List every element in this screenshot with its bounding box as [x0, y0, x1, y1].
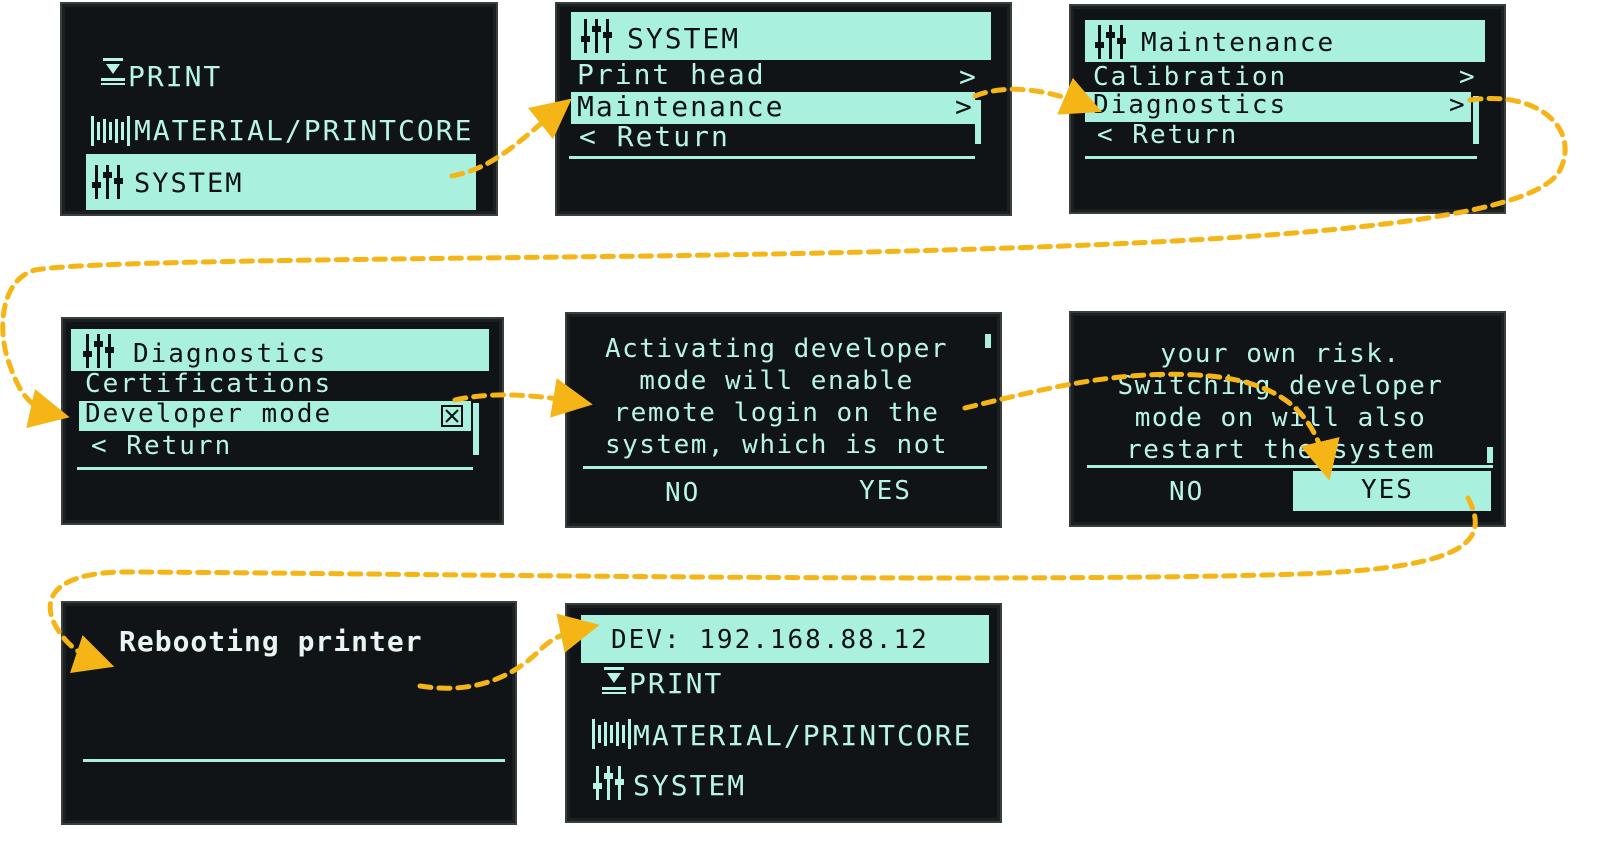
scrollbar[interactable]: [975, 100, 981, 144]
menu-item-print[interactable]: PRINT: [629, 667, 724, 700]
screen-developer-warning: Activating developer mode will enable re…: [565, 312, 1002, 528]
return-item[interactable]: < Return: [579, 120, 730, 153]
no-button[interactable]: NO: [665, 478, 701, 508]
menu-item-system-highlight[interactable]: SYSTEM: [86, 154, 476, 210]
menu-item-diagnostics: Diagnostics: [1093, 90, 1288, 120]
print-bed-icon: [100, 56, 126, 86]
menu-item-system: SYSTEM: [134, 168, 244, 199]
print-bed-icon: [601, 665, 627, 695]
screen-maintenance-menu: Maintenance Calibration > Diagnostics > …: [1069, 4, 1506, 214]
divider: [1087, 465, 1493, 468]
screen-system-menu: SYSTEM Print head > Maintenance > < Retu…: [555, 2, 1012, 216]
material-spool-icon: [90, 114, 132, 148]
sliders-icon: [593, 765, 627, 801]
divider: [569, 156, 975, 159]
menu-item-calibration[interactable]: Calibration: [1093, 62, 1288, 92]
menu-item-developer-mode-highlight[interactable]: Developer mode: [79, 399, 471, 431]
menu-item-certifications[interactable]: Certifications: [85, 369, 333, 399]
chevron-right-icon: >: [1449, 90, 1467, 120]
divider: [83, 759, 505, 762]
page-title: Maintenance: [1141, 28, 1336, 58]
chevron-right-icon: >: [1459, 62, 1475, 92]
dialog-text-line: Switching developer: [1117, 371, 1444, 401]
menu-item-print-head[interactable]: Print head: [577, 58, 766, 91]
menu-item-system[interactable]: SYSTEM: [633, 769, 747, 802]
divider: [77, 467, 473, 470]
scrollbar[interactable]: [473, 403, 479, 455]
dialog-text-line: restart the system: [1126, 435, 1435, 465]
menu-item-maintenance: Maintenance: [577, 90, 785, 123]
dialog-text-line: your own risk.: [1160, 339, 1401, 369]
yes-button: YES: [1361, 475, 1414, 505]
dev-ip-address: DEV: 192.168.88.12: [611, 625, 929, 655]
scrollbar[interactable]: [985, 334, 991, 348]
screen-rebooting: Rebooting printer: [61, 601, 517, 825]
menu-item-print[interactable]: PRINT: [128, 60, 223, 93]
menu-item-diagnostics-highlight[interactable]: Diagnostics >: [1085, 90, 1471, 122]
menu-item-material[interactable]: MATERIAL/PRINTCORE: [134, 114, 474, 147]
chevron-right-icon: >: [959, 60, 976, 93]
title-bar: SYSTEM: [571, 12, 991, 60]
dialog-text-line: Activating developer: [604, 334, 949, 364]
dialog-text-line: mode on will also: [1134, 403, 1427, 433]
reboot-message: Rebooting printer: [119, 625, 423, 658]
yes-button-highlight[interactable]: YES: [1293, 471, 1491, 511]
sliders-icon: [1095, 24, 1129, 60]
title-bar: Diagnostics: [71, 329, 489, 371]
return-item[interactable]: < Return: [91, 431, 233, 461]
dialog-text-line: mode will enable: [639, 366, 914, 396]
scrollbar[interactable]: [1473, 96, 1479, 144]
divider: [583, 466, 987, 469]
page-title: SYSTEM: [627, 22, 741, 55]
dialog-text-line: system, which is not: [604, 430, 949, 460]
dev-header: DEV: 192.168.88.12: [581, 615, 989, 663]
checkbox-icon[interactable]: [441, 405, 463, 427]
page-title: Diagnostics: [133, 339, 328, 369]
no-button[interactable]: NO: [1169, 477, 1205, 507]
sliders-icon: [83, 333, 117, 369]
screen-developer-warning-end: your own risk. Switching developer mode …: [1069, 311, 1506, 527]
menu-item-developer-mode: Developer mode: [85, 399, 333, 429]
dialog-text-line: remote login on the: [613, 398, 940, 428]
screen-diagnostics-menu: Diagnostics Certifications Developer mod…: [61, 317, 504, 525]
yes-button[interactable]: YES: [859, 476, 912, 506]
scrollbar[interactable]: [1487, 447, 1493, 463]
chevron-right-icon: >: [955, 90, 974, 123]
material-spool-icon: [591, 717, 633, 751]
title-bar: Maintenance: [1085, 20, 1485, 62]
return-item[interactable]: < Return: [1097, 120, 1239, 150]
sliders-icon: [92, 164, 126, 200]
menu-item-material[interactable]: MATERIAL/PRINTCORE: [633, 719, 973, 752]
screen-main-menu: PRINT MATERIAL/PRINTCORE SYSTEM: [60, 2, 498, 216]
divider: [1085, 156, 1477, 159]
sliders-icon: [581, 18, 615, 54]
screen-main-menu-dev: DEV: 192.168.88.12 PRINT MATERIAL/PRINTC…: [565, 603, 1002, 823]
